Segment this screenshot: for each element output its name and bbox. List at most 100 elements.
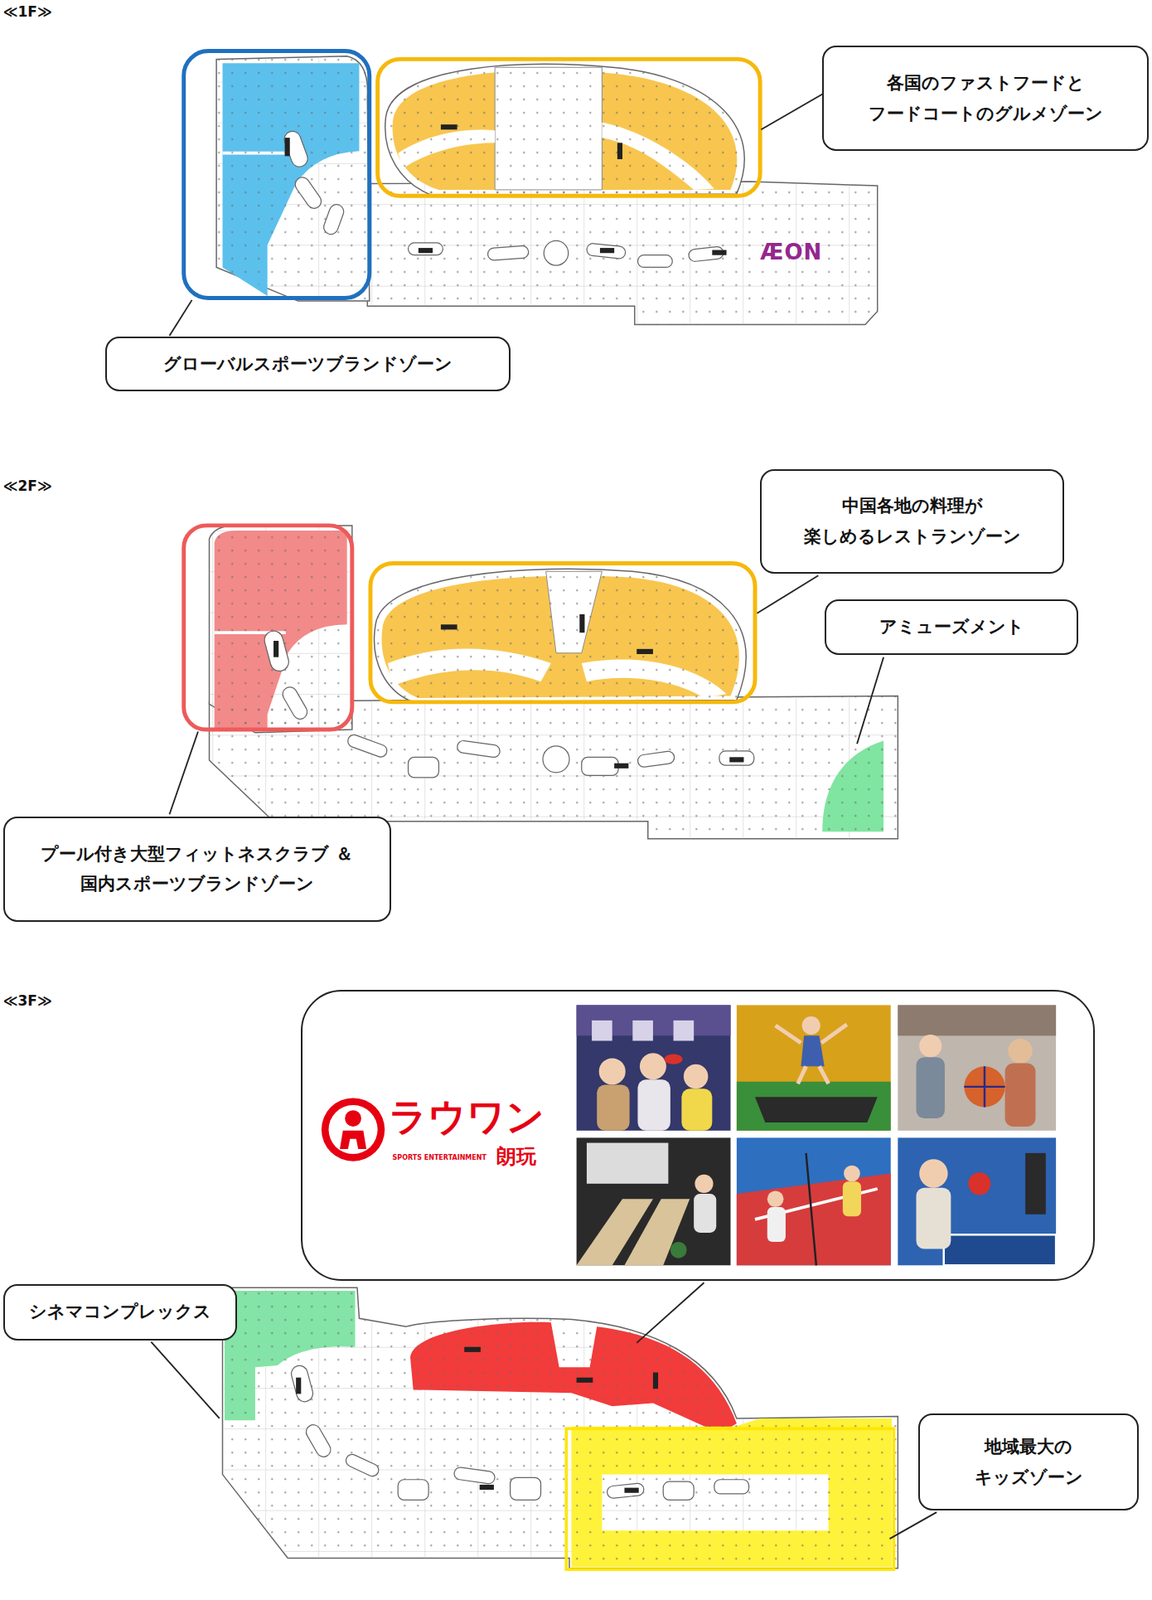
floor-2f-plan-part	[209, 525, 353, 733]
photo-part	[736, 1172, 891, 1265]
floor-3f-plan-part	[289, 1363, 749, 1500]
floor-2f-plan-part-part	[346, 732, 389, 759]
photo-part	[943, 1234, 1056, 1265]
photo	[576, 1004, 731, 1130]
floor-1f-plan-part-part	[408, 242, 444, 256]
photo-part	[963, 1065, 1005, 1107]
floor-2f-plan-part-part	[719, 750, 755, 765]
logo-text: ラウワン	[388, 1095, 545, 1138]
photo-part	[599, 1057, 626, 1085]
photo	[736, 1137, 891, 1265]
leader-line-part	[756, 575, 819, 614]
zone-frame	[183, 51, 370, 299]
floor-1f-plan-part	[216, 56, 370, 301]
photo-part	[775, 1024, 848, 1084]
photo-part	[681, 1088, 712, 1130]
floor-2f-plan-part-part	[729, 756, 744, 762]
leader-line	[169, 575, 884, 814]
photo-part	[897, 1004, 1056, 1130]
leader-line-part	[889, 1511, 937, 1539]
callout-text: グローバルスポーツブランドゾーン	[163, 348, 453, 380]
photo	[897, 1004, 1056, 1130]
leader-line	[150, 1282, 937, 1539]
floor-1f-plan-part	[285, 124, 727, 256]
photo-part	[637, 1079, 670, 1131]
photo-part	[1007, 1038, 1033, 1064]
floor-1f-plan-part-part	[543, 240, 569, 266]
floor-1f-plan-part	[281, 129, 724, 268]
photo	[897, 1137, 1056, 1265]
floor-2f-plan-part-part	[614, 763, 629, 769]
callout-box: グローバルスポーツブランドゾーン	[105, 336, 511, 391]
photo	[736, 1004, 891, 1130]
floor-3f-plan-part-part	[464, 1346, 481, 1352]
floor-2f-plan-part-part	[579, 614, 585, 633]
photo-part	[736, 1137, 891, 1265]
callout-box: プール付き大型フィットネスクラブ ＆国内スポーツブランドゾーン	[3, 816, 392, 922]
floor-2f-plan-part-part	[273, 640, 279, 658]
leader-line-part	[760, 91, 827, 131]
floor-2f-plan-part	[374, 568, 746, 702]
zone-frame	[377, 58, 761, 196]
floor-1f-plan-part-part	[487, 245, 529, 261]
floor-3f-plan-part-part	[576, 1377, 594, 1383]
photo-part	[632, 1020, 654, 1041]
floor-2f-plan-part	[209, 525, 353, 733]
photo-part	[767, 1190, 785, 1207]
floor-3f-plan-part-part	[303, 1422, 334, 1460]
photo-part	[673, 1020, 695, 1041]
zone-frame	[183, 525, 353, 730]
photo-part	[596, 1084, 630, 1130]
logo-chinese: 朗玩	[496, 1145, 537, 1167]
floor-1f-plan-part-part	[617, 142, 623, 160]
photo-part	[576, 1137, 731, 1265]
floor-1f-plan-part-part	[418, 247, 433, 253]
floor-1f-plan-part-part	[711, 250, 727, 256]
leader-line-part	[150, 1341, 219, 1419]
photo-part	[767, 1206, 786, 1242]
floor-1f-plan-part-part	[637, 255, 673, 268]
floor-3f-plan-part-part	[479, 1484, 494, 1490]
callout-text: シネマコンプレックス	[29, 1296, 212, 1327]
floor-2f-plan-part-part	[408, 756, 440, 778]
callout-text: 各国のファストフードと フードコートのグルメゾーン	[848, 67, 1123, 130]
photo-part	[1005, 1063, 1036, 1127]
floor-1f-plan-part	[385, 63, 746, 196]
callout-box: シネマコンプレックス	[3, 1283, 238, 1341]
photo-part	[683, 1064, 709, 1090]
callout-box: 地域最大の キッズゾーン	[918, 1413, 1139, 1511]
callout-text: アミューズメント	[879, 611, 1025, 643]
photo-part	[693, 1193, 717, 1233]
photo-part	[806, 1152, 817, 1265]
floor-3f-plan	[150, 1282, 937, 1569]
floor-1f-plan	[169, 51, 877, 336]
floor-3f-plan-part-part	[453, 1466, 496, 1484]
round1-logo-icon-part	[329, 1104, 378, 1154]
photo-part	[897, 1137, 1056, 1265]
floor-2f-plan-part	[374, 568, 746, 702]
floor-2f-plan-part-part	[440, 624, 458, 630]
floor-1f-plan-part-part	[440, 124, 458, 130]
floor-1f-plan-part	[385, 63, 746, 196]
floor-3f-plan-part-part	[397, 1479, 429, 1501]
round1-logo-icon-part	[339, 1130, 367, 1149]
floor-label: ≪1F≫	[3, 3, 53, 20]
photo-part	[963, 1065, 1005, 1107]
floor-2f-plan-part-part	[581, 756, 619, 775]
floor-3f-plan-part-part	[653, 1372, 659, 1390]
photo-part	[576, 1004, 731, 1130]
photo-part	[736, 1081, 891, 1131]
callout-text: プール付き大型フィットネスクラブ ＆国内スポーツブランドゾーン	[31, 838, 364, 901]
photo-part	[968, 1171, 991, 1195]
round1-panel: ラウワンSPORTS ENTERTAINMENT朗玩	[300, 989, 1095, 1281]
floor-1f-plan-part	[367, 181, 877, 325]
photo-part	[591, 1020, 613, 1041]
photo-part	[1025, 1152, 1046, 1215]
photo-part	[663, 1053, 683, 1064]
round1-logo-icon-part	[321, 1097, 385, 1161]
floor-3f-plan-part-part	[289, 1363, 315, 1404]
callout-text: 中国各地の料理が 楽しめるレストランゾーン	[800, 490, 1025, 552]
floor-1f-plan-part-part	[600, 247, 615, 253]
floor-2f-plan-part-part	[542, 745, 570, 773]
